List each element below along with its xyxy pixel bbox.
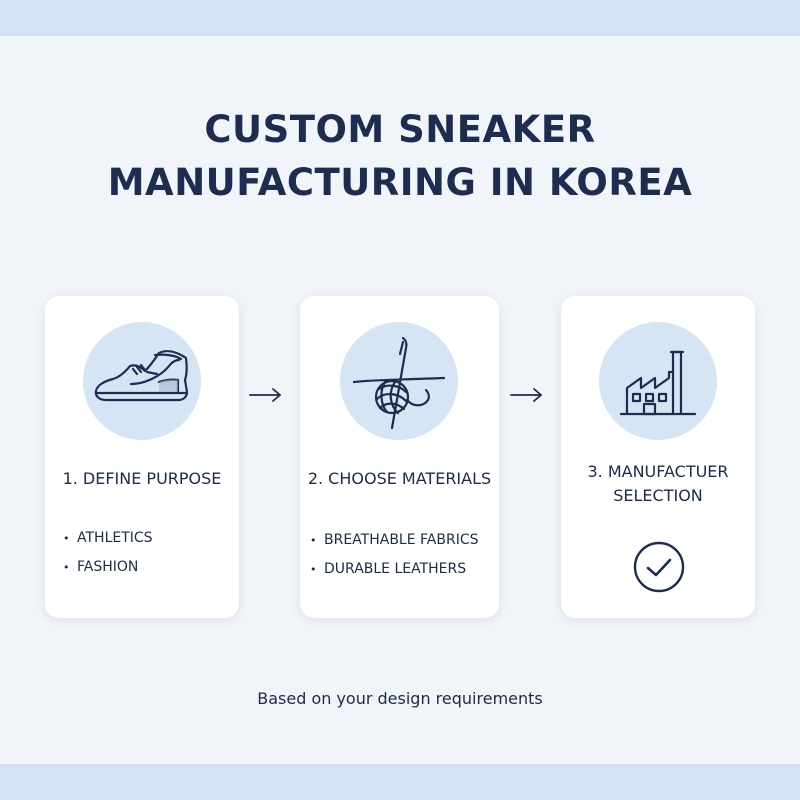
step-bullets: ATHLETICS FASHION [63,524,153,582]
step-title: 1. DEFINE PURPOSE [62,469,222,488]
footer-note: Based on your design requirements [257,689,543,708]
yarn-needle-icon [340,322,458,440]
step-card-define-purpose: 1. DEFINE PURPOSE ATHLETICS FASHION [45,296,239,618]
top-band [0,0,800,36]
step-card-manufacturer-selection: 3. MANUFACTUER SELECTION [561,296,755,618]
step-title-line-2: SELECTION [613,486,703,505]
factory-icon [599,322,717,440]
step-bullets: BREATHABLE FABRICS DURABLE LEATHERS [310,526,479,584]
bullet-item: ATHLETICS [63,524,153,553]
step-title: 2. CHOOSE MATERIALS [307,469,492,488]
step-card-choose-materials: 2. CHOOSE MATERIALS BREATHABLE FABRICS D… [300,296,499,618]
title-line-1: CUSTOM SNEAKER [204,108,596,151]
bullet-item: BREATHABLE FABRICS [310,526,479,555]
bottom-band [0,764,800,800]
bullet-item: FASHION [63,553,153,582]
bullet-item: DURABLE LEATHERS [310,555,479,584]
right-arrow-icon [249,388,281,402]
check-circle-icon [633,541,685,593]
step-title-line-1: 3. MANUFACTUER [587,462,729,481]
title-line-2: MANUFACTURING IN KOREA [107,161,693,204]
page-title: CUSTOM SNEAKER MANUFACTURING IN KOREA [0,103,800,209]
right-arrow-icon [510,388,542,402]
step-title: 3. MANUFACTUER SELECTION [561,460,755,508]
sneaker-icon [83,322,201,440]
